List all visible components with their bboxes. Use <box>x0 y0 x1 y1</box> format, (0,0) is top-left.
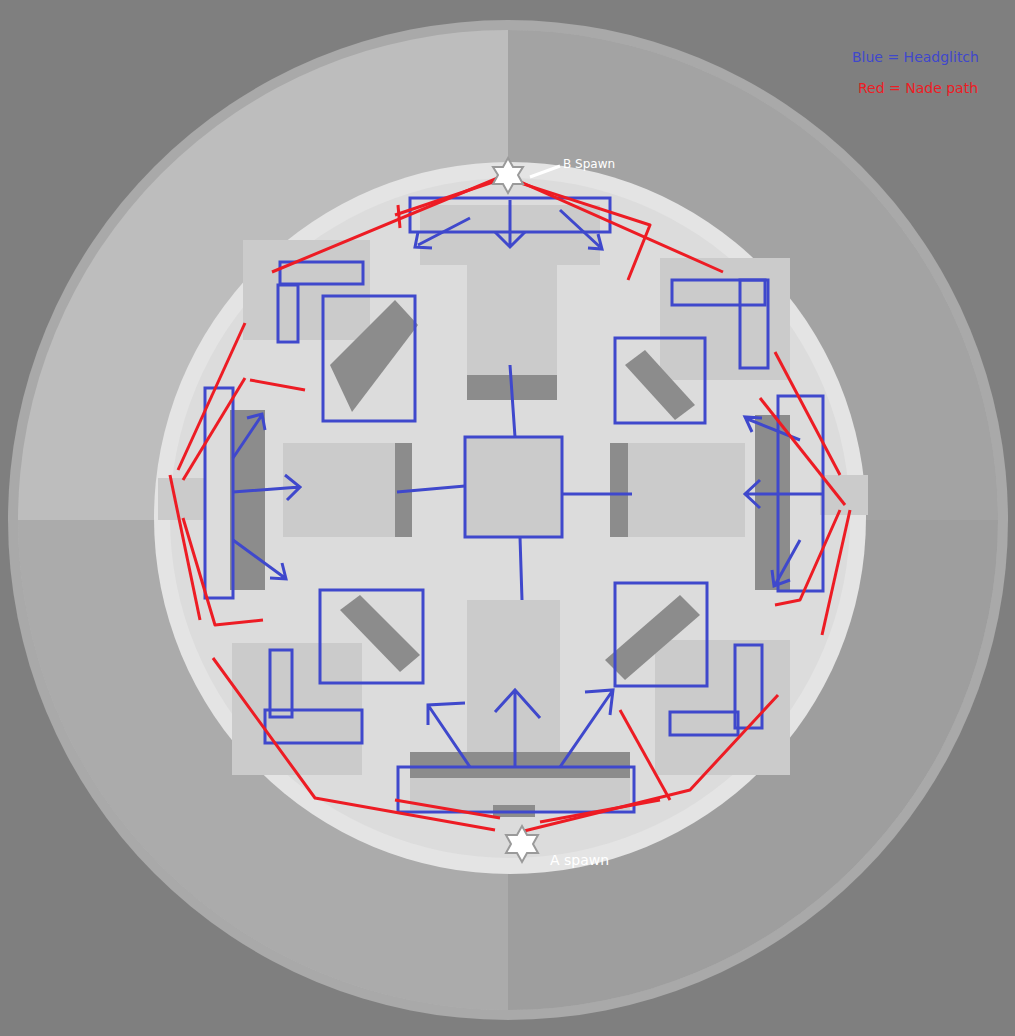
spawn-label: B Spawn <box>563 157 615 171</box>
legend-entry: Red = Nade path <box>858 80 978 96</box>
legend-text: Blue = Headglitch <box>852 49 979 65</box>
legend-text: Red = Nade path <box>858 80 978 96</box>
spawn-label: A spawn <box>550 852 609 868</box>
legend-entry: Blue = Headglitch <box>852 49 979 65</box>
